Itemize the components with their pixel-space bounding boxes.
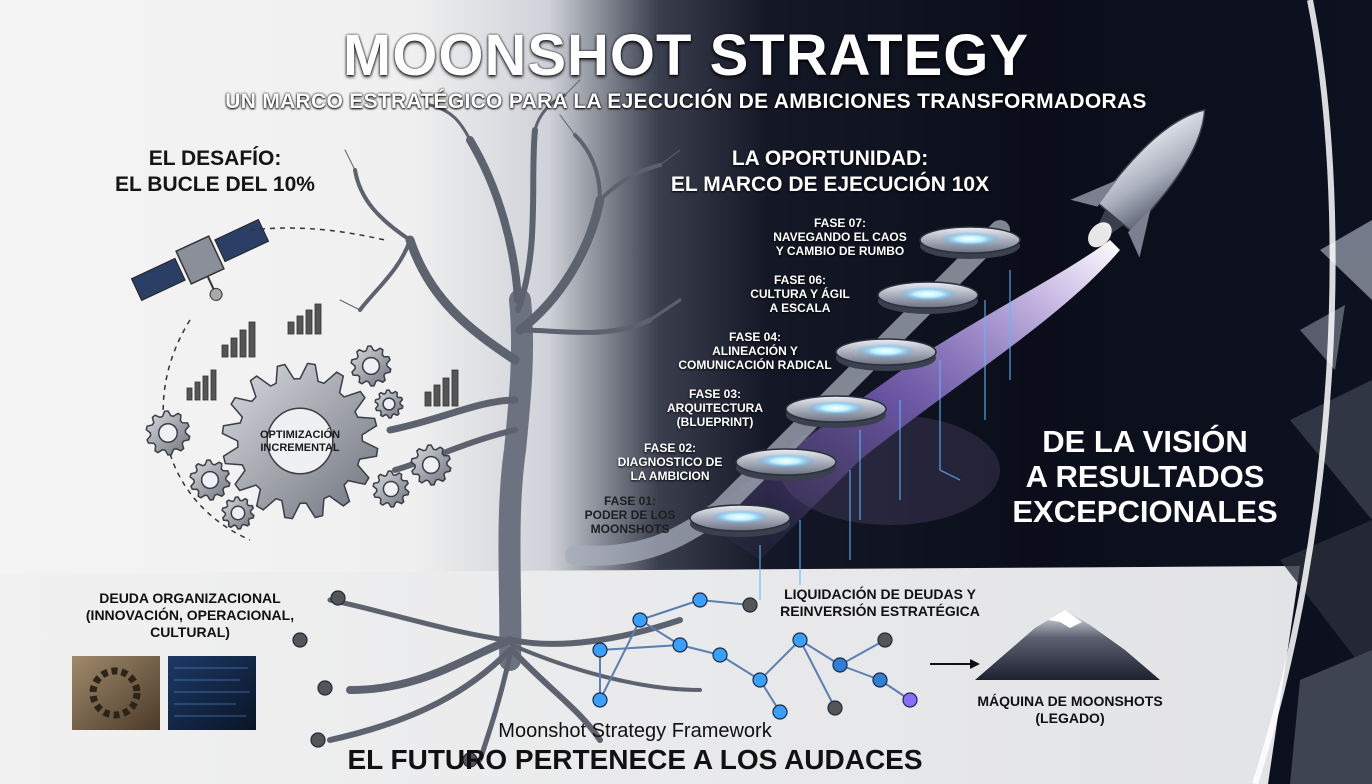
network-node bbox=[712, 647, 728, 663]
network-node bbox=[672, 637, 688, 653]
phase-platform bbox=[919, 226, 1021, 259]
network-node bbox=[292, 632, 308, 648]
phase-platform bbox=[785, 395, 887, 428]
network-node bbox=[632, 612, 648, 628]
gear-icon bbox=[145, 410, 191, 456]
network-node bbox=[317, 680, 333, 696]
tree bbox=[339, 79, 682, 671]
gear-icon bbox=[221, 362, 379, 520]
network-node bbox=[592, 642, 608, 658]
network-node bbox=[742, 597, 758, 613]
orbit-arrow bbox=[249, 227, 386, 241]
network-node bbox=[902, 692, 918, 708]
opportunity-heading: LA OPORTUNIDAD:EL MARCO DE EJECUCIÓN 10X bbox=[670, 147, 990, 196]
bottom-strip bbox=[0, 566, 1300, 784]
network-node bbox=[872, 672, 888, 688]
satellite-icon bbox=[130, 218, 270, 302]
gear-icon bbox=[374, 389, 404, 419]
machine-label: MÁQUINA DE MOONSHOTS(LEGADO) bbox=[977, 693, 1163, 726]
footer-tagline: EL FUTURO PERTENECE A LOS AUDACES bbox=[347, 744, 923, 775]
network-node bbox=[832, 657, 848, 673]
phase-platforms bbox=[689, 226, 1021, 537]
page-subtitle: UN MARCO ESTRATÉGICO PARA LA EJECUCIÓN D… bbox=[225, 90, 1147, 113]
code-wall-thumbnail bbox=[168, 656, 256, 730]
mountain-icon bbox=[975, 610, 1160, 680]
phase-platform bbox=[877, 281, 979, 314]
gear-icon bbox=[221, 496, 255, 530]
network-node bbox=[592, 692, 608, 708]
network-node bbox=[772, 704, 788, 720]
phase-platform bbox=[689, 504, 791, 537]
network-node bbox=[752, 672, 768, 688]
footer-subtitle: Moonshot Strategy Framework bbox=[498, 720, 772, 742]
network-node bbox=[330, 590, 346, 606]
root-network bbox=[292, 590, 918, 768]
network-node bbox=[827, 700, 843, 716]
gear-icon bbox=[372, 470, 410, 508]
roots bbox=[327, 597, 702, 763]
phase-platform bbox=[735, 448, 837, 481]
smoke-cloud bbox=[780, 415, 1000, 525]
phase-03-label: FASE 03:ARQUITECTURA(BLUEPRINT) bbox=[667, 387, 763, 429]
rusty-gear-thumbnail bbox=[72, 656, 160, 730]
mini-charts bbox=[186, 303, 459, 407]
gear-icon bbox=[410, 444, 452, 486]
challenge-heading: EL DESAFÍO:EL BUCLE DEL 10% bbox=[115, 147, 315, 196]
page-title: MOONSHOT STRATEGY bbox=[342, 23, 1030, 88]
rocket bbox=[1070, 108, 1206, 258]
crystal-shards bbox=[1280, 220, 1372, 784]
white-arc bbox=[1252, 0, 1336, 784]
debt-label: DEUDA ORGANIZACIONAL(INNOVACIÓN, OPERACI… bbox=[85, 590, 295, 640]
gear-icon bbox=[350, 345, 392, 387]
gears-cluster bbox=[145, 345, 452, 530]
network-node bbox=[310, 732, 326, 748]
phase-platform bbox=[835, 338, 937, 371]
network-node bbox=[877, 632, 893, 648]
circuit-lines bbox=[759, 270, 1011, 600]
gear-icon bbox=[189, 459, 231, 501]
network-node bbox=[462, 752, 478, 768]
network-node bbox=[692, 592, 708, 608]
network-node bbox=[792, 632, 808, 648]
